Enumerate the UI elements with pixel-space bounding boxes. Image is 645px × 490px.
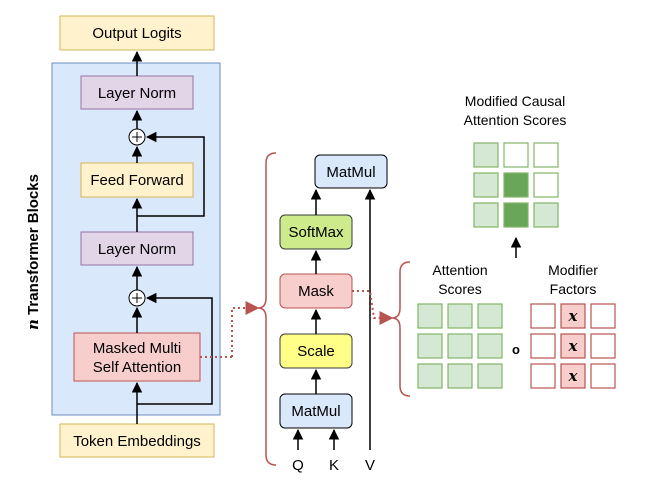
attention-score-cell bbox=[417, 333, 443, 359]
modifier-factor-cell bbox=[530, 363, 556, 389]
matmul-top-box: MatMul bbox=[314, 154, 388, 189]
attention-score-cell bbox=[447, 333, 473, 359]
transformer-blocks-label: n Transformer Blocks bbox=[24, 174, 42, 330]
modifier-factor-cell bbox=[560, 333, 586, 359]
modified-score-cell bbox=[503, 142, 529, 168]
modifier-factors-grid: xxx bbox=[530, 303, 616, 389]
mask-zoom-connector bbox=[352, 290, 394, 325]
modified-score-cell bbox=[473, 142, 499, 168]
modified-score-cell bbox=[533, 142, 559, 168]
modified-score-cell bbox=[503, 172, 529, 198]
modified-score-cell bbox=[473, 172, 499, 198]
left-stack-arrows bbox=[131, 50, 213, 424]
attention-scores-title-line2: Scores bbox=[438, 281, 482, 297]
modified-causal-scores-grid bbox=[473, 142, 559, 228]
modifier-factor-cell bbox=[530, 303, 556, 329]
modifier-factor-mark: x bbox=[568, 367, 579, 385]
scale-box: Scale bbox=[279, 333, 353, 369]
attention-score-cell bbox=[417, 303, 443, 329]
softmax-box: SoftMax bbox=[279, 214, 353, 250]
modifier-factors-title-line2: Factors bbox=[550, 281, 597, 297]
attention-score-cell bbox=[477, 303, 503, 329]
layer-norm-bottom-box: Layer Norm bbox=[80, 231, 194, 266]
q-input-label: Q bbox=[292, 457, 304, 474]
modifier-factor-cell bbox=[590, 333, 616, 359]
modifier-factor-mark: x bbox=[568, 307, 579, 325]
attention-scores-title-line1: Attention bbox=[432, 262, 487, 278]
attention-zoom-connector-arrow bbox=[231, 301, 260, 357]
feed-forward-label: Feed Forward bbox=[90, 172, 183, 189]
feed-forward-box: Feed Forward bbox=[80, 162, 194, 198]
modified-score-cell bbox=[503, 202, 529, 228]
add-top-icon bbox=[128, 128, 146, 146]
modified-score-cell bbox=[533, 172, 559, 198]
modified-scores-title-line2: Attention Scores bbox=[464, 112, 567, 128]
modified-scores-title-line1: Modified Causal bbox=[465, 93, 565, 109]
modified-score-cell bbox=[533, 202, 559, 228]
modifier-factor-cell bbox=[560, 303, 586, 329]
layer-norm-top-box: Layer Norm bbox=[80, 75, 194, 110]
attention-score-cell bbox=[477, 333, 503, 359]
hadamard-operator: o bbox=[512, 342, 520, 357]
attention-score-cell bbox=[447, 363, 473, 389]
middle-brace bbox=[257, 152, 277, 466]
matmul-bottom-label: MatMul bbox=[291, 403, 340, 420]
token-embeddings-box: Token Embeddings bbox=[59, 423, 215, 458]
layer-norm-bottom-label: Layer Norm bbox=[98, 241, 176, 258]
right-brace bbox=[391, 261, 411, 397]
attention-line2-label: Self Attention bbox=[93, 359, 181, 376]
modifier-factors-title-line1: Modifier bbox=[548, 262, 598, 278]
layer-norm-top-label: Layer Norm bbox=[98, 85, 176, 102]
matmul-top-label: MatMul bbox=[326, 164, 375, 181]
attention-line1-label: Masked Multi bbox=[93, 340, 181, 357]
attention-score-cell bbox=[447, 303, 473, 329]
attention-scores-grid bbox=[417, 303, 503, 389]
modifier-factor-cell bbox=[530, 333, 556, 359]
attention-score-cell bbox=[417, 363, 443, 389]
mask-box: Mask bbox=[279, 273, 353, 309]
mask-label: Mask bbox=[298, 283, 334, 300]
modifier-factor-cell bbox=[590, 303, 616, 329]
output-logits-label: Output Logits bbox=[92, 25, 181, 42]
modifier-factor-mark: x bbox=[568, 337, 579, 355]
attention-score-cell bbox=[477, 363, 503, 389]
masked-self-attention-box: Masked Multi Self Attention bbox=[73, 332, 201, 382]
token-embeddings-label: Token Embeddings bbox=[73, 433, 201, 450]
softmax-label: SoftMax bbox=[288, 224, 344, 241]
middle-arrows bbox=[292, 188, 376, 450]
add-bottom-icon bbox=[128, 289, 146, 307]
modified-score-cell bbox=[473, 202, 499, 228]
v-input-label: V bbox=[365, 457, 375, 474]
matmul-bottom-box: MatMul bbox=[279, 393, 353, 429]
modifier-factor-cell bbox=[560, 363, 586, 389]
scale-label: Scale bbox=[297, 343, 335, 360]
k-input-label: K bbox=[329, 457, 339, 474]
modifier-factor-cell bbox=[590, 363, 616, 389]
output-logits-box: Output Logits bbox=[59, 15, 215, 51]
